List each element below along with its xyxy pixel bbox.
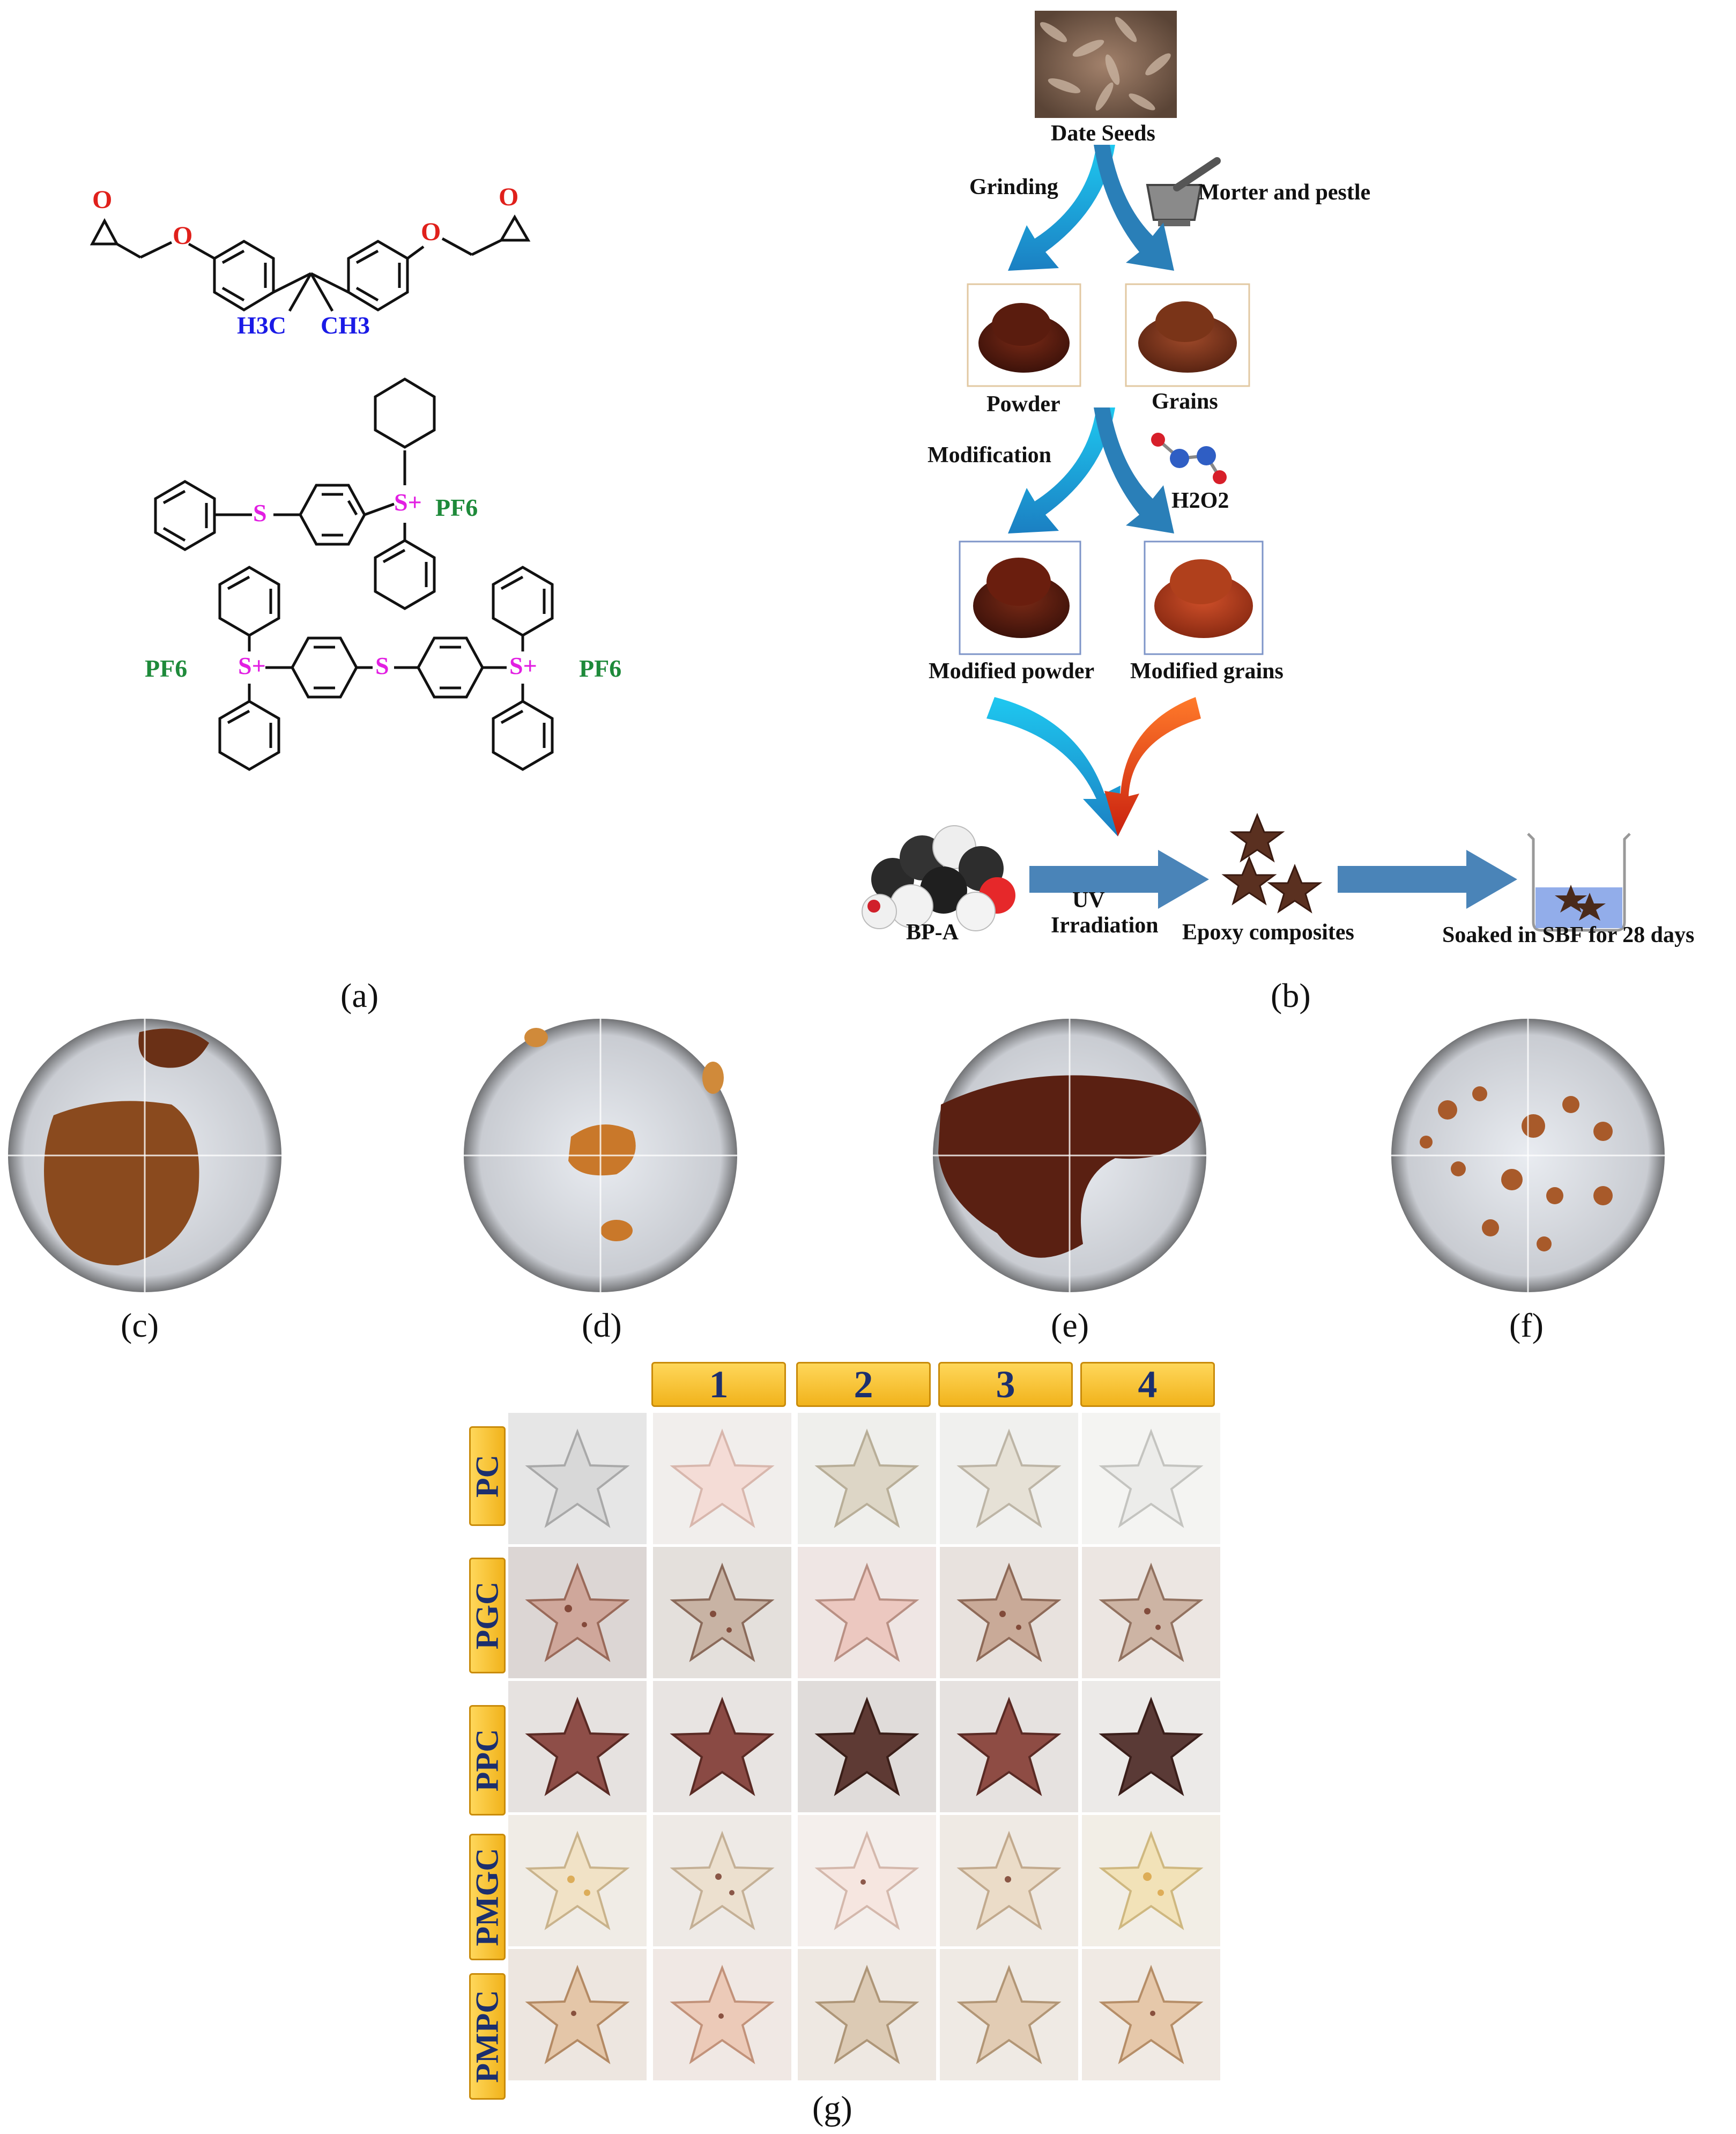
modified-grains-photo [1144,540,1264,655]
panel-label-f: (f) [1509,1306,1544,1344]
sbf-beaker [1527,833,1631,932]
uv-label: UV [1072,888,1105,913]
panel-label-c: (c) [121,1306,159,1344]
panel-label-e: (e) [1051,1306,1089,1344]
h2o2-label: H2O2 [1171,488,1229,513]
modified-grains-label: Modified grains [1130,659,1284,684]
ether-oxygen-right: O [421,218,441,246]
salt2-sulfonium-left-label: S+ [238,652,266,679]
row-tab-ppc: PPC [469,1705,506,1816]
sulfonium-salt-1-structure [154,377,436,610]
salt1-pf6-label: PF6 [435,494,478,521]
soak-arrow [1338,850,1517,909]
row-pmpc-cells [508,1949,1220,2080]
grinding-split-arrows [1008,145,1174,271]
column-tab-2: 2 [796,1362,931,1407]
modified-powder-photo [959,540,1081,655]
column-tab-1: 1 [651,1362,786,1407]
row-tab-pmpc: PMPC [469,1973,506,2100]
converging-arrows [986,697,1201,836]
row-tab-pmgc: PMGC [469,1834,506,1960]
salt1-sulfide-label: S [253,499,267,527]
epoxy-monomer-structure [90,214,531,312]
bpa-molecule-model [862,825,1015,931]
ether-oxygen-left: O [173,221,193,250]
date-seeds-label: Date Seeds [1051,121,1155,146]
panel-label-b: (b) [1271,976,1311,1014]
row-pc-cells [508,1413,1220,1544]
grains-photo [1125,283,1250,387]
sample-grid: 1 2 3 4 PC PGC PPC PMGC PMPC [461,1362,1222,2100]
salt2-sulfonium-right-label: S+ [509,652,537,679]
panel-label-g: (g) [812,2089,852,2127]
salt2-pf6-right-label: PF6 [579,655,622,682]
salt2-sulfide-label: S [375,652,389,679]
modified-powder-label: Modified powder [929,659,1095,684]
irradiation-label: Irradiation [1051,913,1159,938]
epoxide-oxygen-left: O [92,186,113,214]
row-ppc-cells [508,1681,1220,1812]
epoxy-composite-stars [1221,813,1323,914]
salt1-sulfonium-label: S+ [394,488,422,516]
grinding-label: Grinding [969,175,1058,199]
methyl-left-label: H3C [237,312,286,339]
grains-label: Grains [1152,389,1218,414]
modification-label: Modification [928,443,1051,468]
powder-label: Powder [986,392,1060,417]
panel-label-d: (d) [582,1306,622,1344]
bpa-label: BP-A [906,920,959,945]
sample-stars [508,1413,1220,2080]
h2o2-molecule-icon [1151,433,1227,484]
micrograph-c [8,1019,281,1292]
row-tab-pgc: PGC [469,1558,506,1673]
powder-photo [967,283,1081,387]
column-tab-4: 4 [1080,1362,1215,1407]
epoxy-composites-label: Epoxy composites [1182,920,1354,945]
micrograph-f [1391,1019,1665,1292]
row-tab-pc: PC [469,1426,506,1526]
epoxide-oxygen-right: O [499,183,519,211]
modification-split-arrows [1008,407,1174,534]
micrograph-e [933,1019,1206,1292]
mortar-pestle-icon [1146,157,1221,226]
uv-irradiation-arrow [1029,850,1209,909]
date-seeds-photo [1035,11,1177,118]
soaked-label: Soaked in SBF for 28 days [1442,923,1695,947]
micrograph-d [464,1019,737,1292]
sulfonium-salt-2-structure [218,566,554,771]
row-pgc-cells [508,1547,1220,1678]
salt2-pf6-left-label: PF6 [145,655,188,682]
mortar-label: Morter and pestle [1198,180,1371,205]
methyl-right-label: CH3 [321,312,370,339]
column-tab-3: 3 [938,1362,1073,1407]
panel-label-a: (a) [340,976,379,1014]
